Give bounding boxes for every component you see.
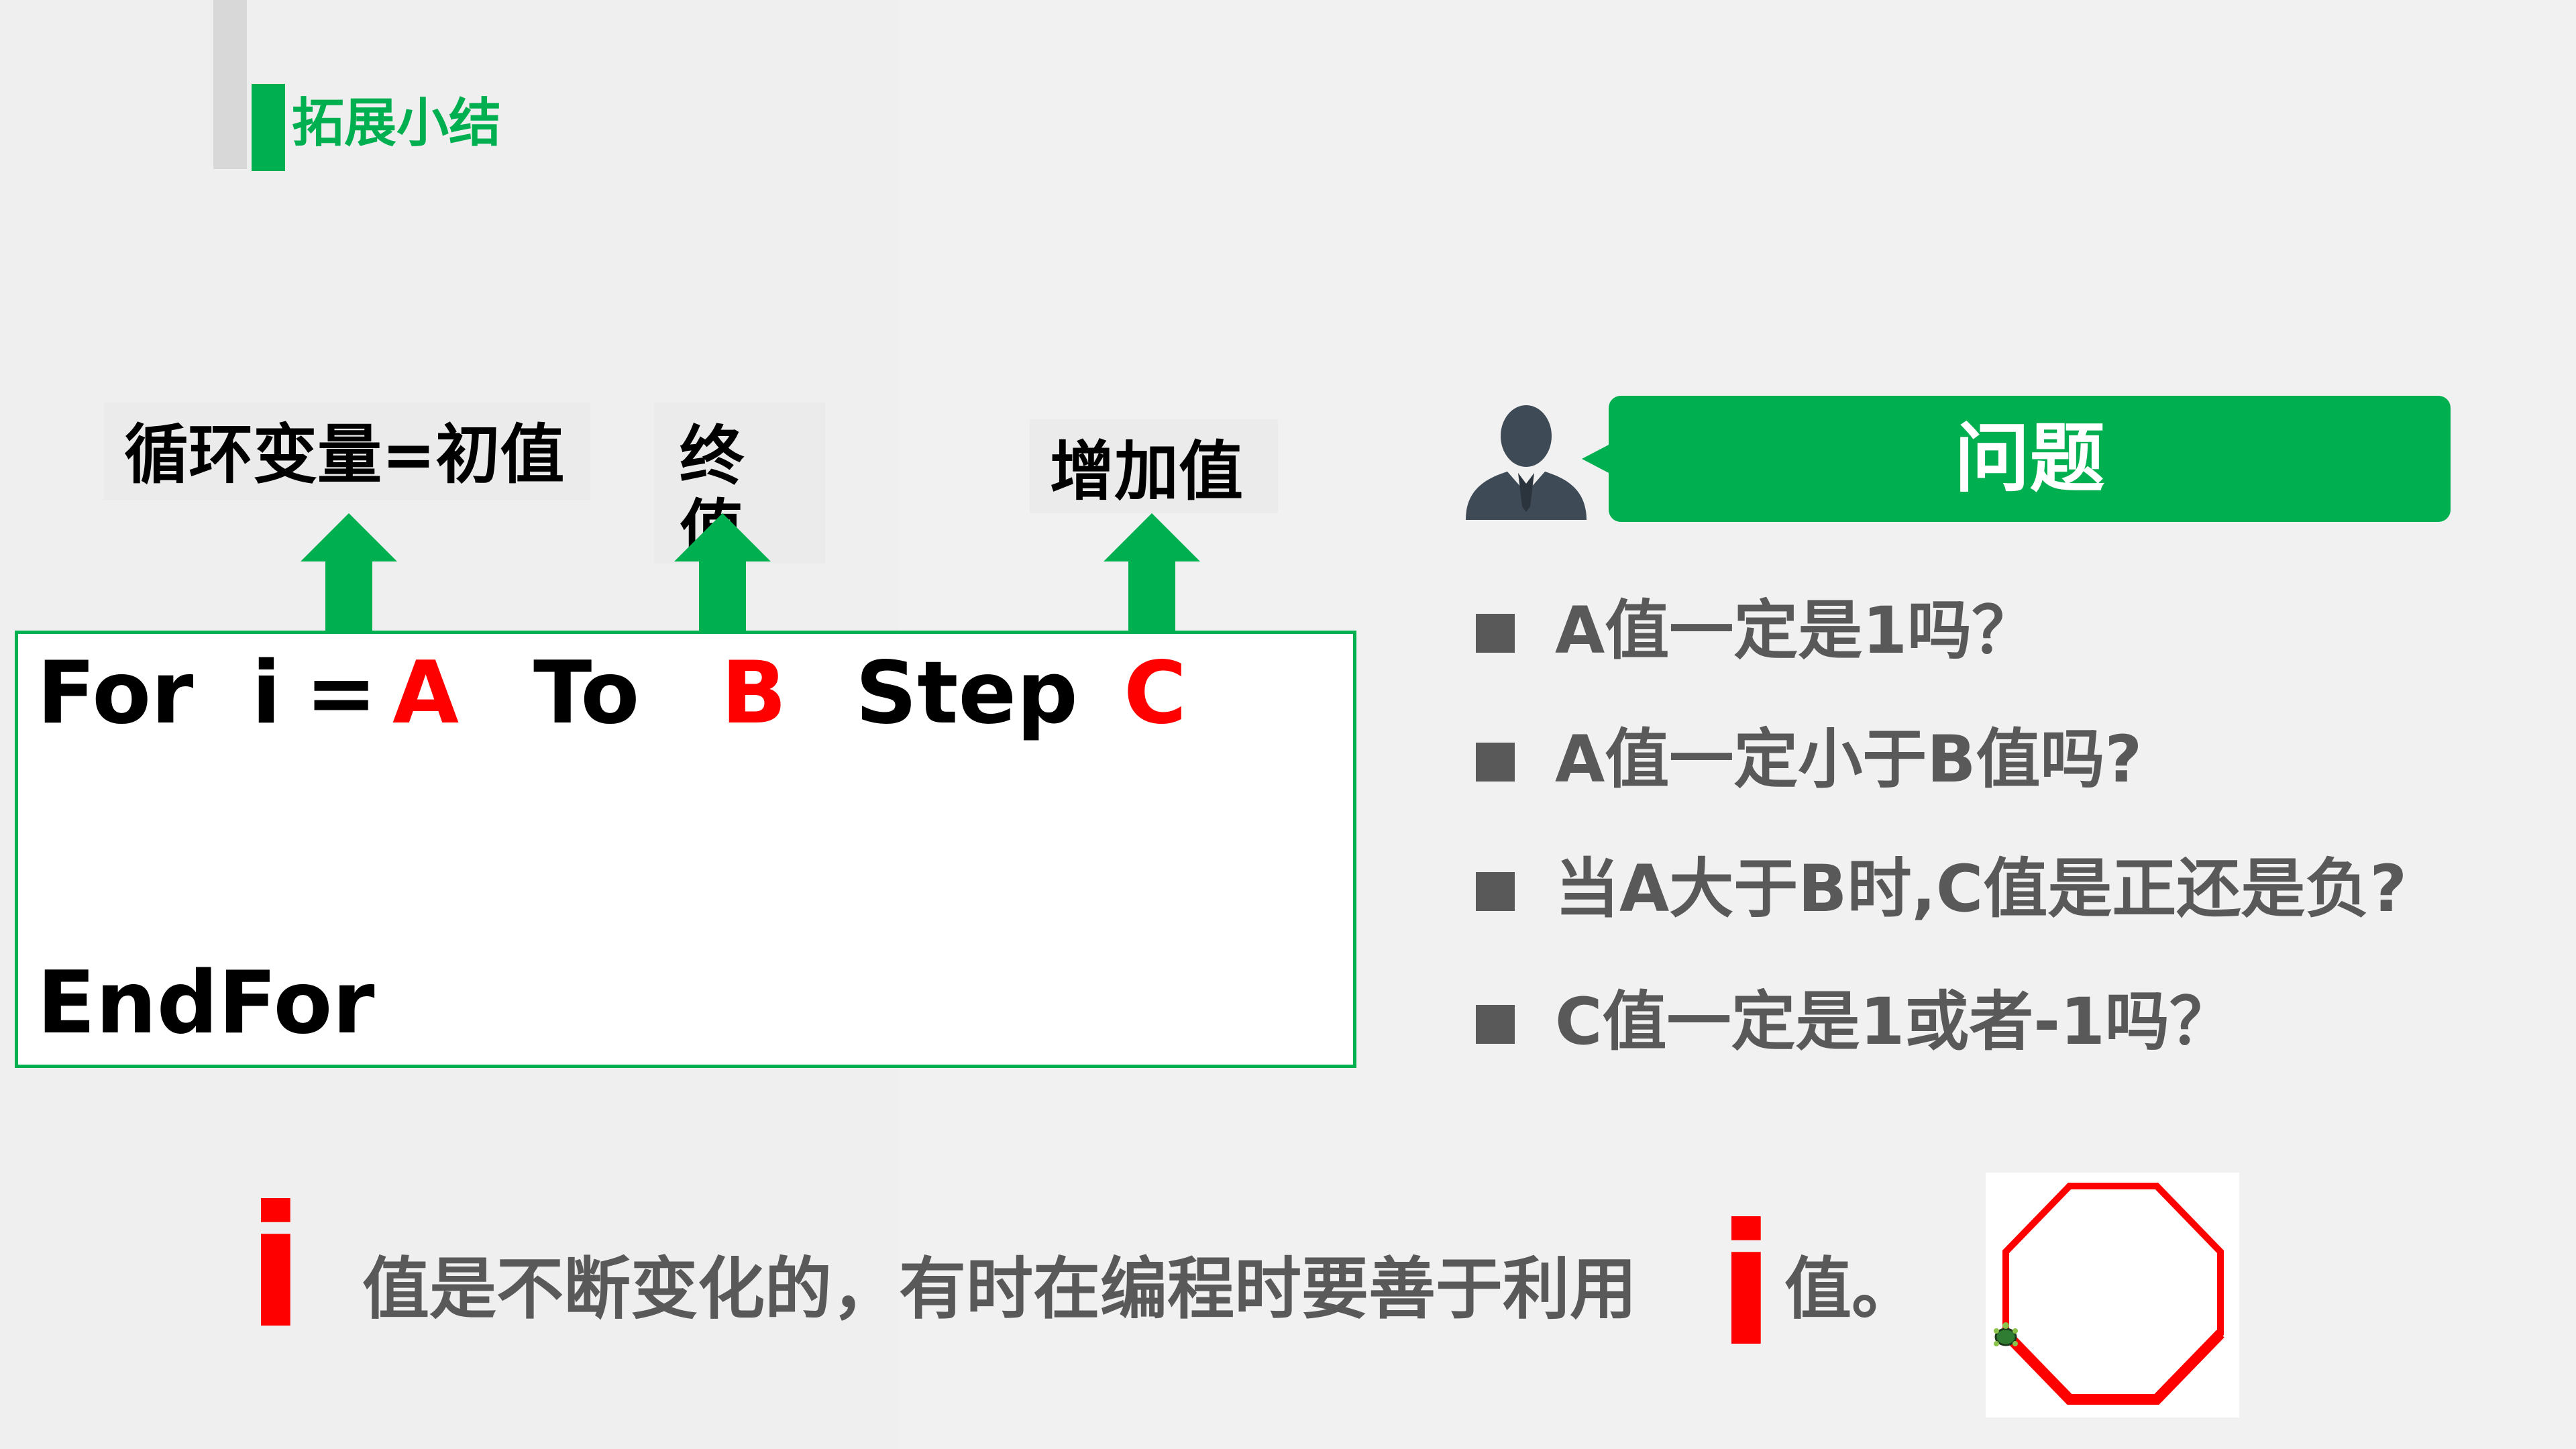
highlight-variable-i: i — [1717, 1188, 1775, 1383]
title-accent-green — [252, 84, 285, 171]
square-bullet-icon — [1476, 872, 1515, 911]
code-equals: = — [305, 643, 378, 743]
bubble-tail — [1582, 444, 1610, 474]
code-to-keyword: To — [533, 643, 640, 743]
code-end-b: B — [721, 643, 787, 743]
question-text: C值一定是1或者-1吗？ — [1555, 984, 2234, 1059]
code-step-c: C — [1124, 643, 1187, 743]
bottom-sentence-end: 值。 — [1784, 1250, 1919, 1328]
label-initial-value: 循环变量=初值 — [104, 402, 590, 500]
slide-title: 拓展小结 — [292, 93, 502, 154]
label-step-value: 增加值 — [1030, 419, 1278, 513]
question-text: A值一定小于B值吗? — [1555, 722, 2143, 797]
code-for-keyword: For — [37, 643, 194, 743]
arrow-shaft — [325, 560, 372, 634]
octagon-drawing-panel — [1986, 1173, 2239, 1417]
square-bullet-icon — [1476, 743, 1515, 782]
arrow-head — [674, 513, 771, 561]
person-silhouette-icon — [1466, 405, 1587, 520]
arrow-shaft — [699, 560, 746, 634]
question-text: 当A大于B时,C值是正还是负? — [1555, 851, 2408, 926]
title-accent-gray — [213, 0, 247, 169]
question-text: A值一定是1吗？ — [1555, 593, 2037, 668]
code-loop-variable: i — [252, 643, 281, 743]
question-header: 问题 — [1609, 396, 2451, 522]
question-item: A值一定是1吗？ — [1476, 590, 2549, 671]
question-item: C值一定是1或者-1吗？ — [1476, 981, 2549, 1062]
arrow-shaft — [1128, 560, 1175, 634]
turtle-icon — [1994, 1322, 2018, 1346]
arrow-head — [1104, 513, 1200, 561]
up-arrow-step — [1104, 513, 1200, 634]
code-initial-a: A — [392, 643, 460, 743]
up-arrow-initial — [301, 513, 397, 634]
code-box — [15, 631, 1356, 1068]
bottom-sentence: 值是不断变化的，有时在编程时要善于利用 — [362, 1250, 1637, 1328]
label-end-line1: 终 — [680, 419, 744, 494]
code-step-keyword: Step — [855, 643, 1078, 743]
highlight-variable-i: i — [247, 1170, 305, 1365]
square-bullet-icon — [1476, 614, 1515, 653]
code-endfor-keyword: EndFor — [37, 953, 375, 1053]
octagon-drawing — [1994, 1183, 2224, 1405]
square-bullet-icon — [1476, 1005, 1515, 1044]
up-arrow-end — [674, 513, 771, 634]
question-item: 当A大于B时,C值是正还是负? — [1476, 849, 2563, 929]
arrow-head — [301, 513, 397, 561]
question-item: A值一定小于B值吗? — [1476, 719, 2549, 800]
